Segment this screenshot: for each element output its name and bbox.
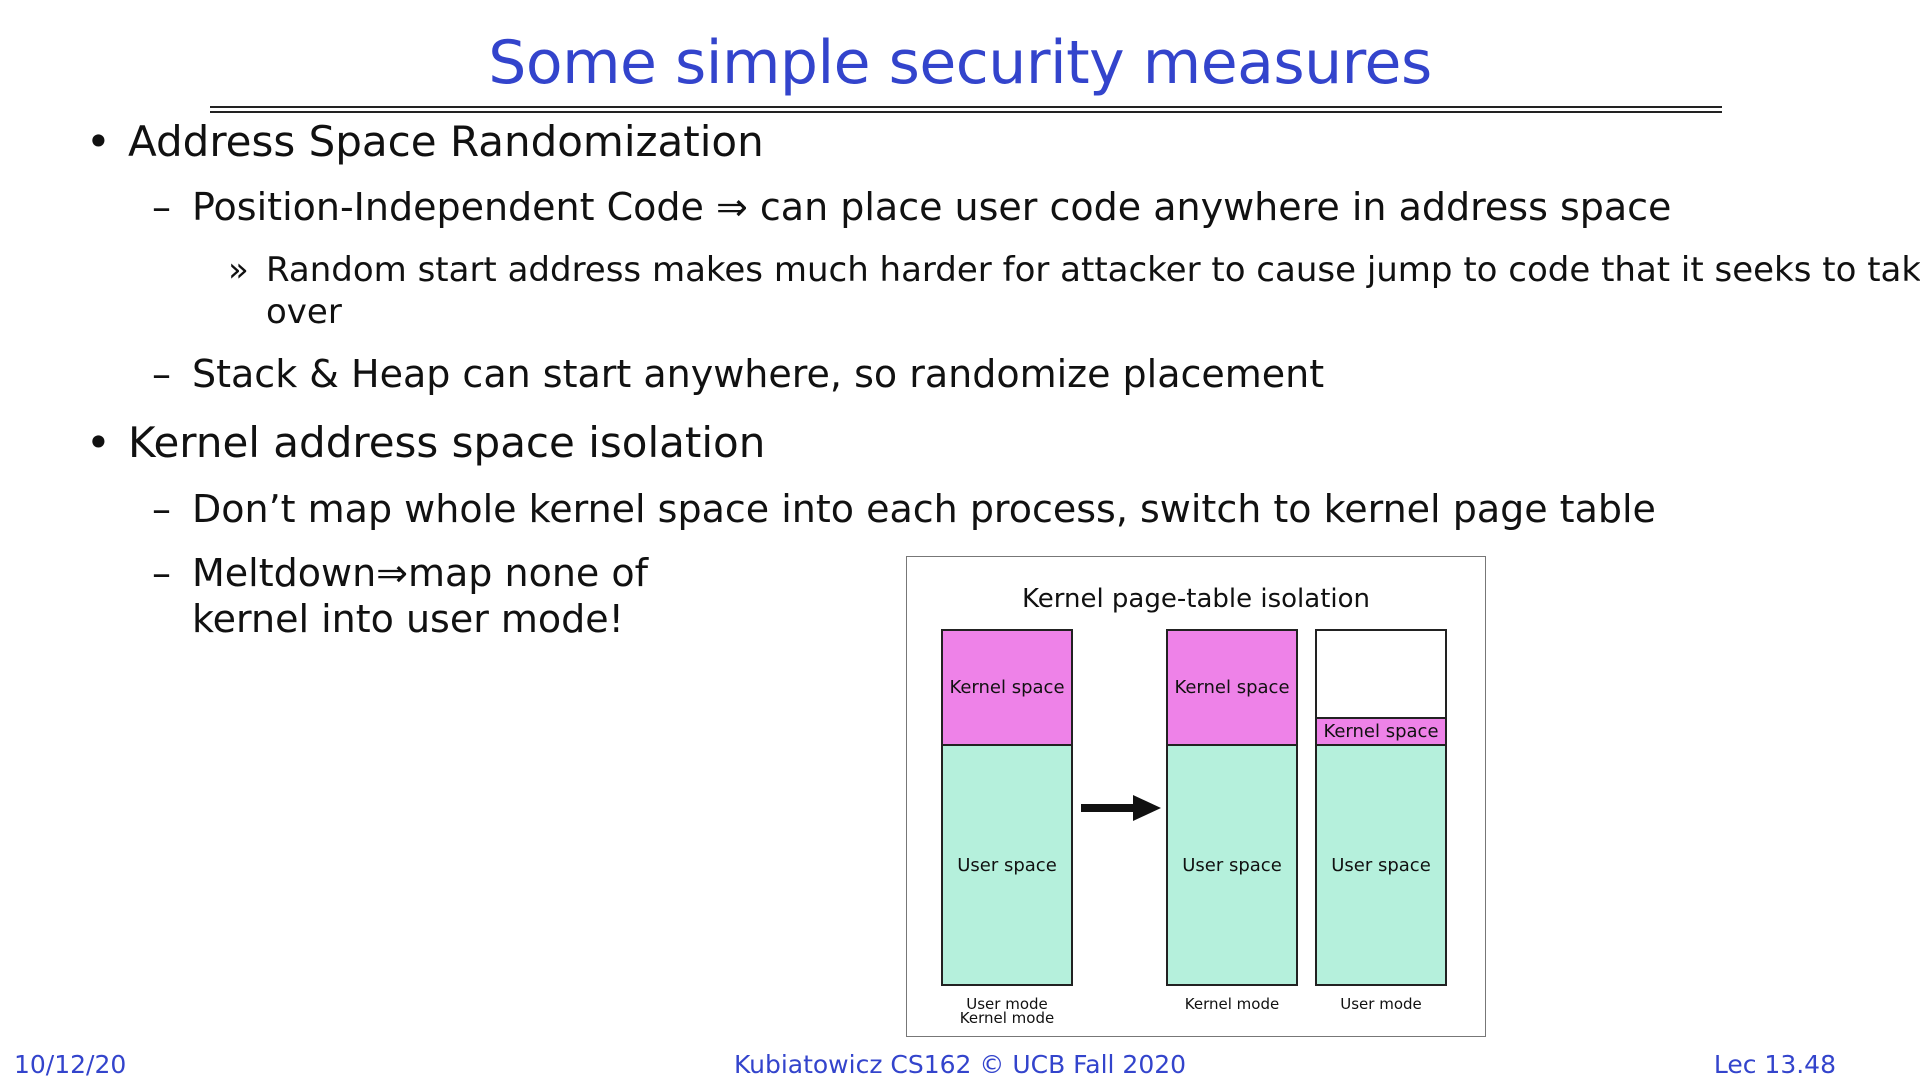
kernel-space-segment: Kernel space [1168, 631, 1296, 746]
title-rule-top [210, 106, 1722, 108]
kernel-space-segment: Kernel space [943, 631, 1071, 746]
address-space-column: Kernel space User space [941, 629, 1073, 986]
title-rule-bottom [210, 111, 1722, 113]
bullet-address-space-randomization: Address Space Randomization [128, 117, 764, 166]
mode-label: Kernel mode [1184, 995, 1280, 1013]
kernel-space-segment: Kernel space [1317, 719, 1445, 746]
user-space-segment: User space [943, 746, 1071, 984]
bullet-marker: • [86, 117, 111, 166]
mode-label: User mode [1340, 995, 1422, 1013]
footer-course: Kubiatowicz CS162 © UCB Fall 2020 [733, 1050, 1187, 1079]
subbullet-stack-heap: Stack & Heap can start anywhere, so rand… [192, 352, 1325, 396]
diagram-title: Kernel page-table isolation [1021, 584, 1371, 614]
subsubbullet-marker: » [228, 250, 249, 290]
arrow-right-icon [1081, 795, 1161, 821]
subbullet-marker: – [152, 352, 171, 396]
mode-label: Kernel mode [959, 1009, 1055, 1027]
subsubbullet-random-start-line2: over [266, 292, 342, 332]
subbullet-marker: – [152, 487, 171, 531]
kpti-diagram: Kernel page-table isolation Kernel space… [906, 556, 1486, 1037]
bullet-kernel-isolation: Kernel address space isolation [128, 418, 766, 467]
user-space-segment: User space [1317, 746, 1445, 984]
subbullet-marker: – [152, 551, 171, 595]
address-space-column: Kernel space User space [1315, 629, 1447, 986]
unmapped-segment [1317, 631, 1445, 719]
slide-title: Some simple security measures [488, 28, 1432, 98]
subbullet-position-independent-code: Position-Independent Code ⇒ can place us… [192, 185, 1672, 229]
bullet-marker: • [86, 418, 111, 467]
subbullet-meltdown-line2: kernel into user mode! [192, 597, 624, 641]
user-space-segment: User space [1168, 746, 1296, 984]
subbullet-dont-map-kernel: Don’t map whole kernel space into each p… [192, 487, 1656, 531]
mode-label: User mode [966, 995, 1048, 1013]
subsubbullet-random-start-line1: Random start address makes much harder f… [266, 250, 1920, 290]
footer-date: 10/12/20 [14, 1050, 127, 1079]
subbullet-meltdown-line1: Meltdown⇒map none of [192, 551, 648, 595]
subbullet-marker: – [152, 185, 171, 229]
address-space-column: Kernel space User space [1166, 629, 1298, 986]
footer-lecture: Lec 13.48 [1713, 1050, 1836, 1079]
